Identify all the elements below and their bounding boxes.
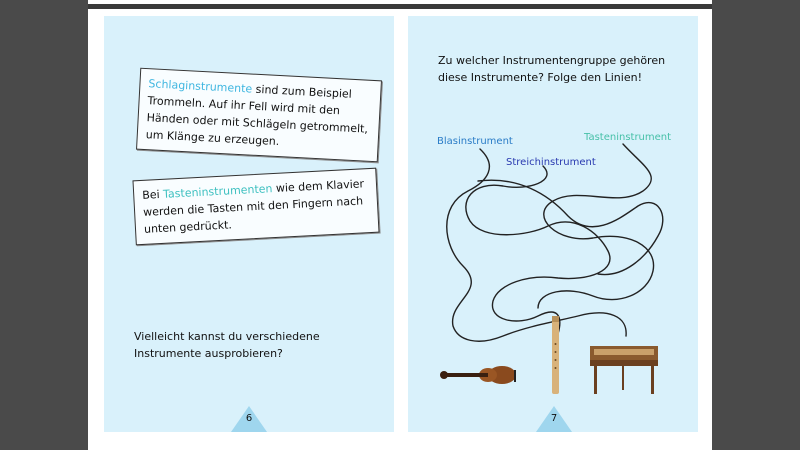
page-right: Zu welcher Instrumentengruppe gehören di… [408, 16, 698, 432]
box1-text: sind zum Beispiel Trommeln. Auf ihr Fell… [145, 82, 369, 149]
exercise-title: Zu welcher Instrumentengruppe gehören di… [438, 54, 666, 84]
info-box-percussion: Schlaginstrumente sind zum Beispiel Trom… [136, 67, 382, 163]
page-number-text: 7 [550, 413, 558, 424]
label-string-instrument: Streichinstrument [506, 157, 596, 168]
highlight-keyboard: Tasteninstrumenten [162, 182, 273, 201]
line-maze [446, 143, 664, 342]
harpsichord-icon [590, 346, 658, 394]
highlight-percussion: Schlaginstrumente [148, 77, 253, 96]
maze-line-4 [477, 179, 664, 276]
left-paragraph: Vielleicht kannst du verschiedene Instru… [134, 330, 320, 360]
page-number-text: 6 [245, 413, 253, 424]
maze-line-2 [465, 165, 611, 335]
top-bar [88, 4, 712, 9]
page-number-left: 6 [229, 404, 269, 432]
info-box-keyboard: Bei Tasteninstrumenten wie dem Klavier w… [132, 167, 380, 246]
page-left: Schlaginstrumente sind zum Beispiel Trom… [104, 16, 394, 432]
page-number-triangle-icon [231, 406, 267, 432]
recorder-icon [552, 316, 559, 394]
box2-prefix: Bei [141, 187, 164, 202]
page-number-right: 7 [534, 404, 574, 432]
maze-line-3 [537, 143, 655, 309]
maze-line-1 [446, 148, 627, 342]
page-number-triangle-icon [536, 406, 572, 432]
label-keyboard-instrument: Tasteninstrument [584, 132, 672, 143]
violin-icon [440, 366, 516, 384]
label-wind-instrument: Blasinstrument [437, 136, 513, 147]
